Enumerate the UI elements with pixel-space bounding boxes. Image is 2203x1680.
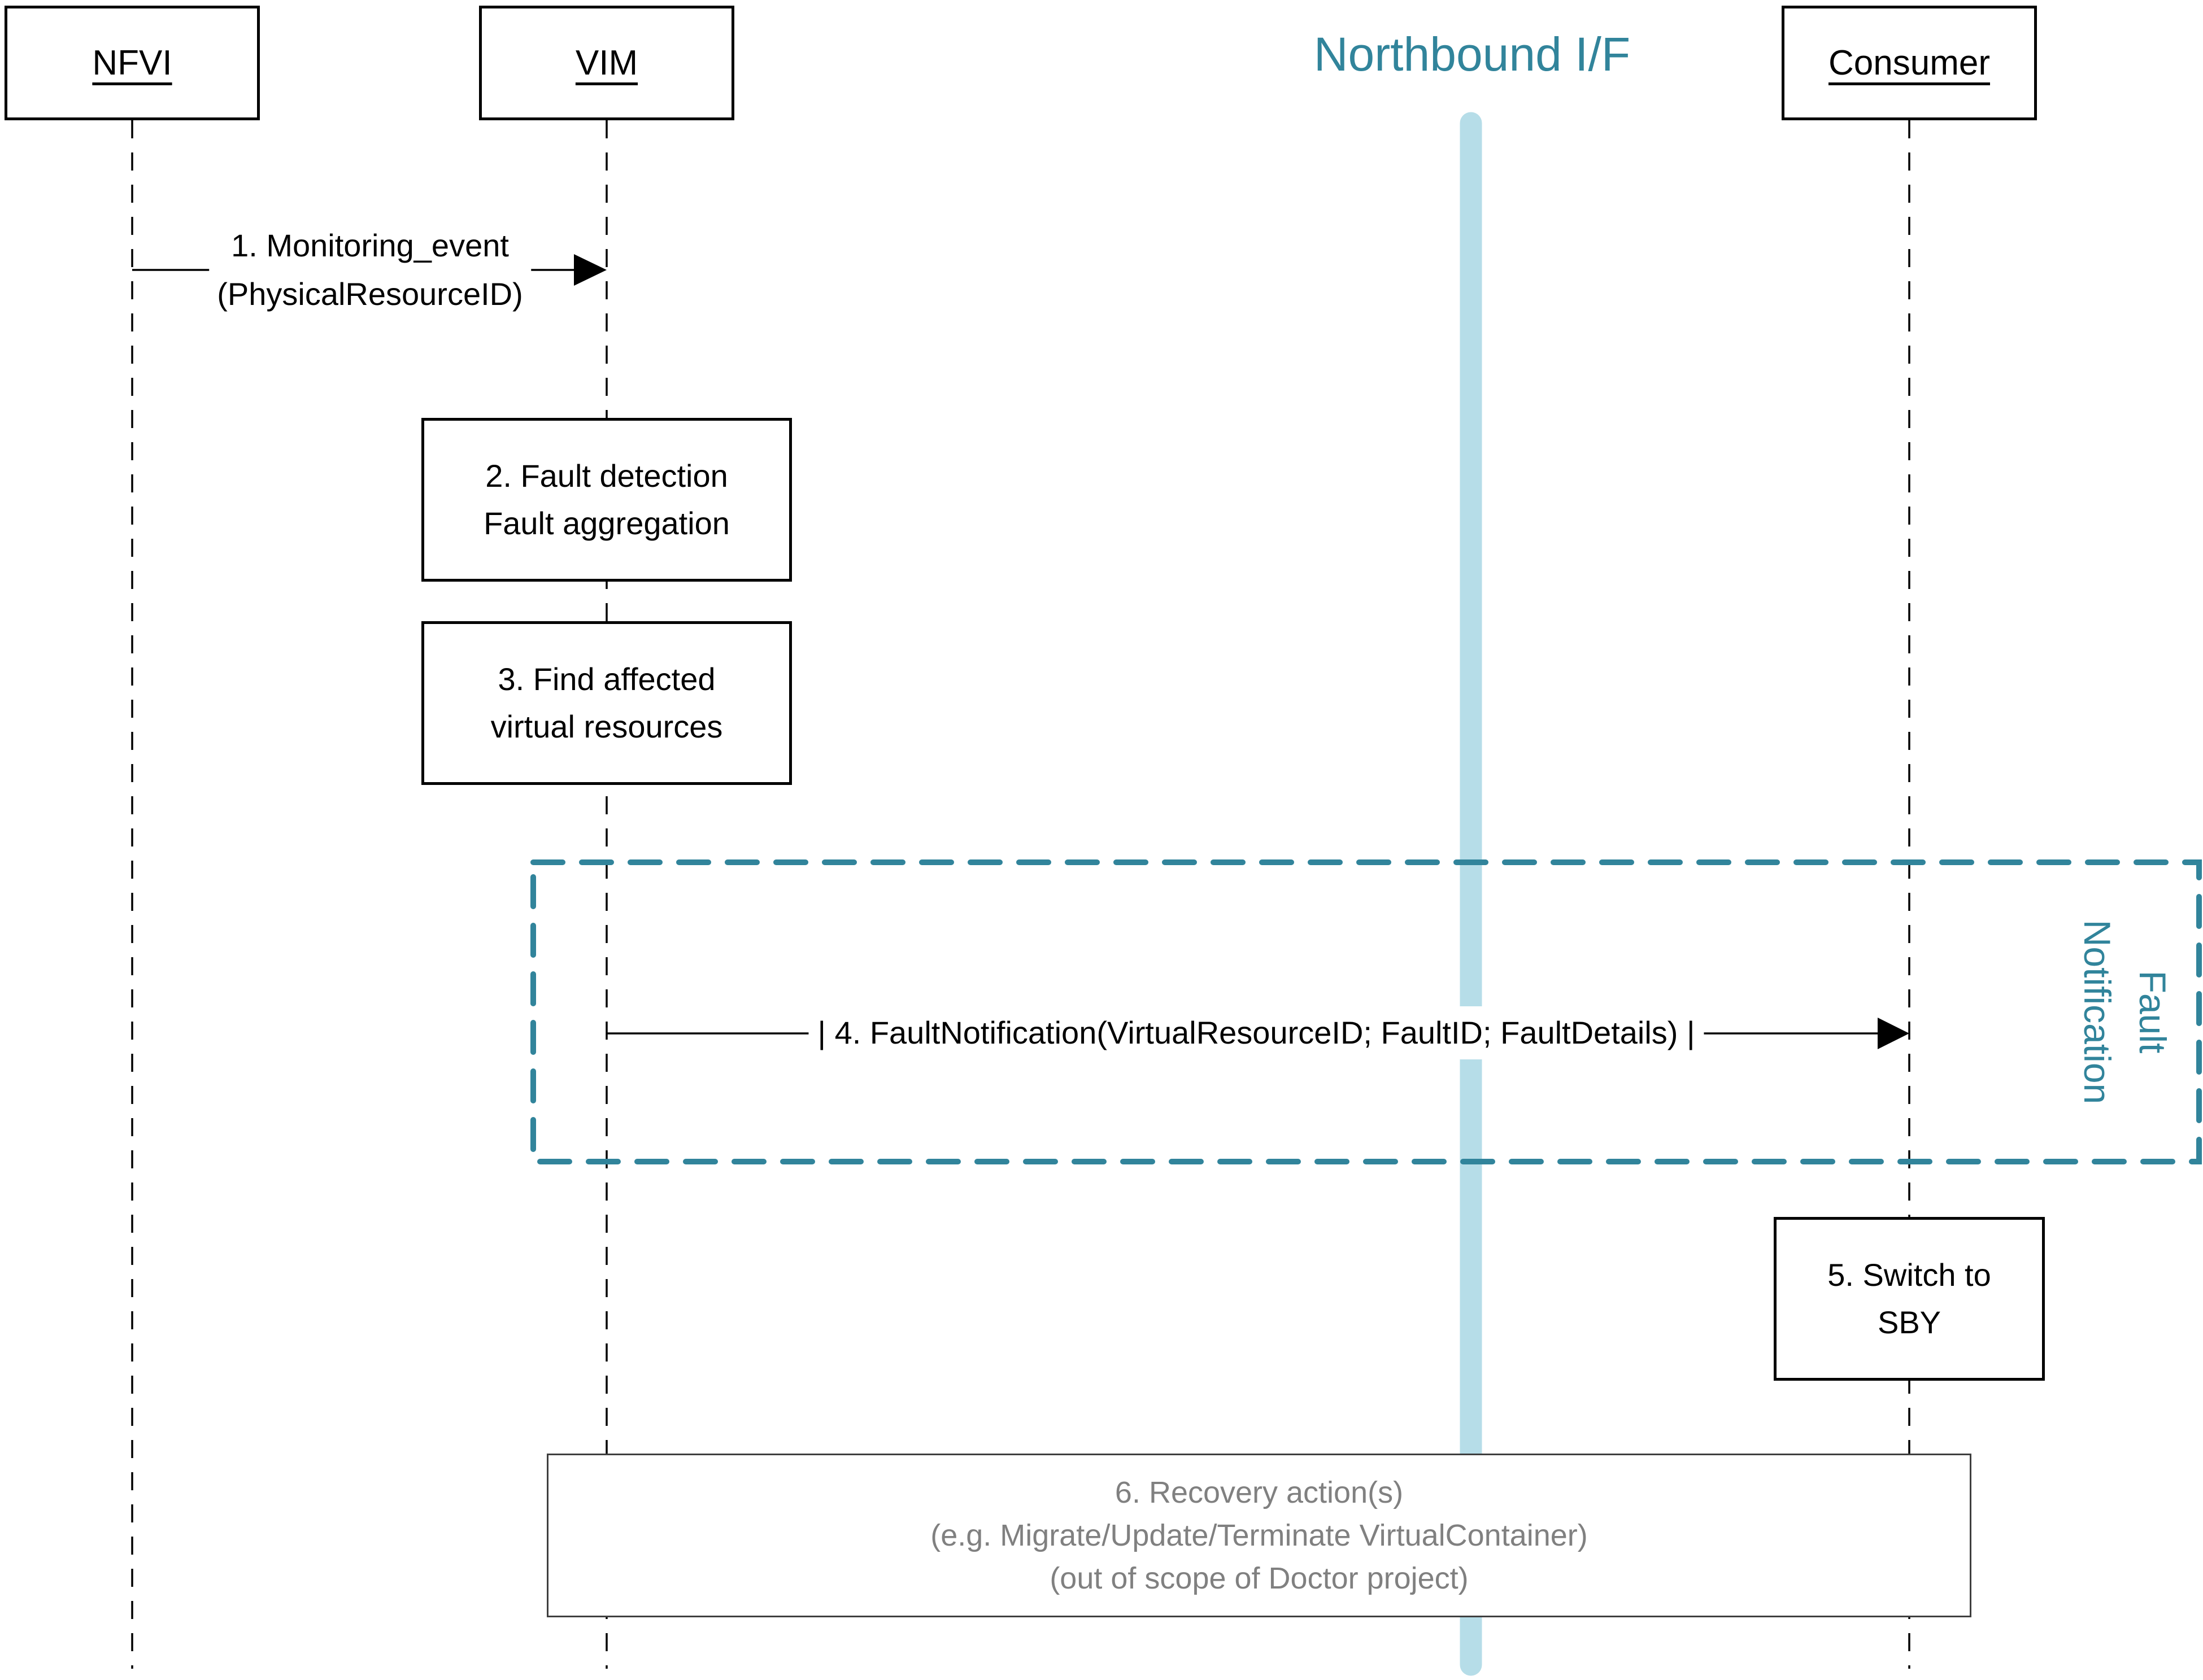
actor-vim: VIM [479, 6, 734, 120]
region-label-line2: Notification [2076, 919, 2118, 1105]
actor-northbound-title: Northbound I/F [1313, 28, 1631, 81]
step6-line2: (e.g. Migrate/Update/Terminate VirtualCo… [930, 1518, 1588, 1552]
actor-consumer: Consumer [1782, 6, 2037, 120]
step5-line1: 5. Switch to [1827, 1257, 1991, 1293]
message4-label: | 4. FaultNotification(VirtualResourceID… [808, 1006, 1704, 1059]
actor-vim-label: VIM [575, 43, 638, 82]
step3-box: 3. Find affected virtual resources [421, 621, 792, 785]
message1-label: 1. Monitoring_event (PhysicalResourceID) [209, 221, 531, 318]
actor-nfvi-label: NFVI [92, 43, 172, 82]
step2-line2: Fault aggregation [484, 505, 730, 541]
step6-line3: (out of scope of Doctor project) [1050, 1561, 1469, 1595]
actor-nfvi: NFVI [5, 6, 260, 120]
fault-notification-region [530, 859, 2202, 1164]
step6-line1: 6. Recovery action(s) [1114, 1476, 1404, 1509]
message1-label-line1: 1. Monitoring_event [231, 228, 509, 263]
step2-box: 2. Fault detection Fault aggregation [421, 418, 792, 582]
message1-label-line2: (PhysicalResourceID) [217, 276, 523, 312]
step3-line1: 3. Find affected [498, 661, 716, 697]
fault-notification-region-label: Fault Notification [2066, 871, 2184, 1153]
step3-line2: virtual resources [490, 709, 723, 744]
step2-line1: 2. Fault detection [485, 458, 728, 494]
step5-line2: SBY [1877, 1304, 1941, 1340]
step6-box: 6. Recovery action(s) (e.g. Migrate/Upda… [547, 1454, 1971, 1617]
step5-box: 5. Switch to SBY [1774, 1217, 2045, 1381]
region-label-line1: Fault [2132, 970, 2174, 1054]
actor-consumer-label: Consumer [1828, 43, 1990, 82]
